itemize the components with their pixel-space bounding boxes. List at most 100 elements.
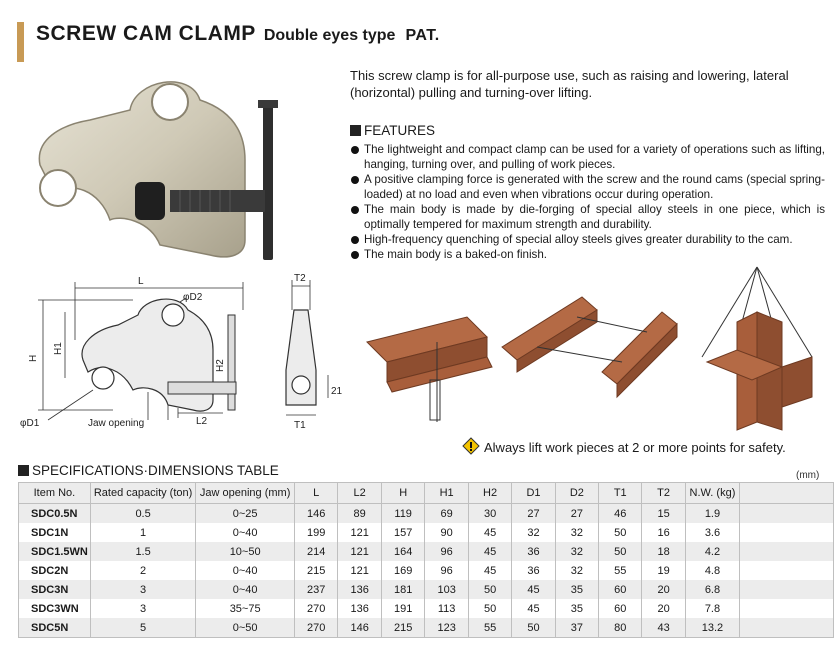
- table-cell: 121: [337, 523, 382, 542]
- bullet-icon: [351, 251, 359, 259]
- spec-heading: SPECIFICATIONS·DIMENSIONS TABLE: [18, 463, 279, 478]
- table-cell: 1: [89, 523, 197, 542]
- table-cell: 270: [293, 599, 339, 618]
- table-cell: 4.2: [684, 542, 741, 561]
- table-cell: 0~40: [195, 523, 295, 542]
- table-cell: 270: [293, 618, 339, 638]
- table-cell: 37: [554, 618, 600, 638]
- table-cell: 10~50: [195, 542, 295, 561]
- safety-warning: Always lift work pieces at 2 or more poi…: [462, 437, 786, 455]
- table-cell: 35: [554, 599, 600, 618]
- dim-T2: T2: [294, 273, 306, 284]
- table-cell: 90: [424, 523, 469, 542]
- item-number-cell: SDC1.5WN: [18, 542, 91, 561]
- dim-D1: φD1: [20, 418, 40, 429]
- table-cell: 0.5: [89, 503, 197, 523]
- table-cell: 43: [641, 618, 686, 638]
- features-list: The lightweight and compact clamp can be…: [350, 142, 825, 262]
- table-cell: 169: [380, 561, 426, 580]
- dim-L: L: [138, 276, 144, 287]
- col-header: H2: [467, 482, 513, 504]
- dim-21: 21: [331, 386, 343, 397]
- table-cell-empty: [739, 503, 834, 523]
- unit-label: (mm): [796, 470, 820, 481]
- table-cell: 146: [293, 503, 339, 523]
- feature-item: The main body is a baked-on finish.: [350, 247, 825, 262]
- dim-L2: L2: [196, 416, 208, 427]
- table-cell: 50: [467, 580, 513, 599]
- table-cell: 32: [554, 523, 600, 542]
- col-header: N.W. (kg): [684, 482, 741, 504]
- table-cell: 27: [511, 503, 556, 523]
- col-header: T1: [598, 482, 643, 504]
- table-cell-empty: [739, 599, 834, 618]
- features-heading: FEATURES: [350, 123, 435, 138]
- col-header: Rated capacity (ton): [89, 482, 197, 504]
- col-header: L2: [337, 482, 382, 504]
- item-number-cell: SDC2N: [18, 561, 91, 580]
- table-cell: 121: [337, 561, 382, 580]
- table-cell: 113: [424, 599, 469, 618]
- dimension-drawing-front: L φD2 H H1 H2 φD1 L2 Jaw opening: [20, 276, 244, 429]
- col-header: D2: [554, 482, 600, 504]
- col-header-empty: [739, 482, 834, 504]
- table-cell: 2: [89, 561, 197, 580]
- table-cell: 164: [380, 542, 426, 561]
- table-cell: 215: [293, 561, 339, 580]
- feature-item: High-frequency quenching of special allo…: [350, 232, 825, 247]
- dim-H2: H2: [215, 359, 226, 372]
- table-cell: 45: [467, 561, 513, 580]
- table-cell: 191: [380, 599, 426, 618]
- table-cell: 136: [337, 599, 382, 618]
- feature-item: The lightweight and compact clamp can be…: [350, 142, 825, 172]
- table-cell: 1.9: [684, 503, 741, 523]
- table-cell: 32: [554, 561, 600, 580]
- table-cell: 214: [293, 542, 339, 561]
- table-cell: 181: [380, 580, 426, 599]
- table-cell-empty: [739, 561, 834, 580]
- table-cell-empty: [739, 542, 834, 561]
- table-cell: 15: [641, 503, 686, 523]
- col-header: H: [380, 482, 426, 504]
- dimension-drawing-side: T2 T1 21: [285, 273, 343, 431]
- table-cell-empty: [739, 618, 834, 638]
- table-cell: 96: [424, 542, 469, 561]
- table-cell: 80: [598, 618, 643, 638]
- dim-H1: H1: [53, 342, 64, 355]
- col-header: D1: [511, 482, 556, 504]
- item-number-cell: SDC3WN: [18, 599, 91, 618]
- table-cell: 50: [467, 599, 513, 618]
- dim-H: H: [28, 355, 39, 362]
- title-accent-bar: [17, 22, 24, 62]
- warning-icon: [462, 437, 480, 455]
- item-number-cell: SDC0.5N: [18, 503, 91, 523]
- table-cell: 60: [598, 599, 643, 618]
- table-cell: 50: [511, 618, 556, 638]
- table-cell: 4.8: [684, 561, 741, 580]
- table-cell: 215: [380, 618, 426, 638]
- feature-item: A positive clamping force is generated w…: [350, 172, 825, 202]
- table-cell: 32: [511, 523, 556, 542]
- usage-illustrations: [366, 266, 813, 431]
- bullet-icon: [351, 236, 359, 244]
- table-cell: 6.8: [684, 580, 741, 599]
- table-cell: 0~50: [195, 618, 295, 638]
- table-cell: 30: [467, 503, 513, 523]
- table-cell: 55: [598, 561, 643, 580]
- table-cell: 0~40: [195, 580, 295, 599]
- bullet-icon: [351, 146, 359, 154]
- table-cell: 69: [424, 503, 469, 523]
- table-cell: 50: [598, 523, 643, 542]
- dim-jaw-opening: Jaw opening: [88, 418, 144, 429]
- table-cell: 1.5: [89, 542, 197, 561]
- table-cell: 136: [337, 580, 382, 599]
- table-cell: 3: [89, 599, 197, 618]
- table-cell: 35~75: [195, 599, 295, 618]
- spec-table: Item No. Rated capacity (ton) Jaw openin…: [18, 482, 834, 638]
- table-cell: 19: [641, 561, 686, 580]
- table-cell: 96: [424, 561, 469, 580]
- table-cell: 45: [511, 599, 556, 618]
